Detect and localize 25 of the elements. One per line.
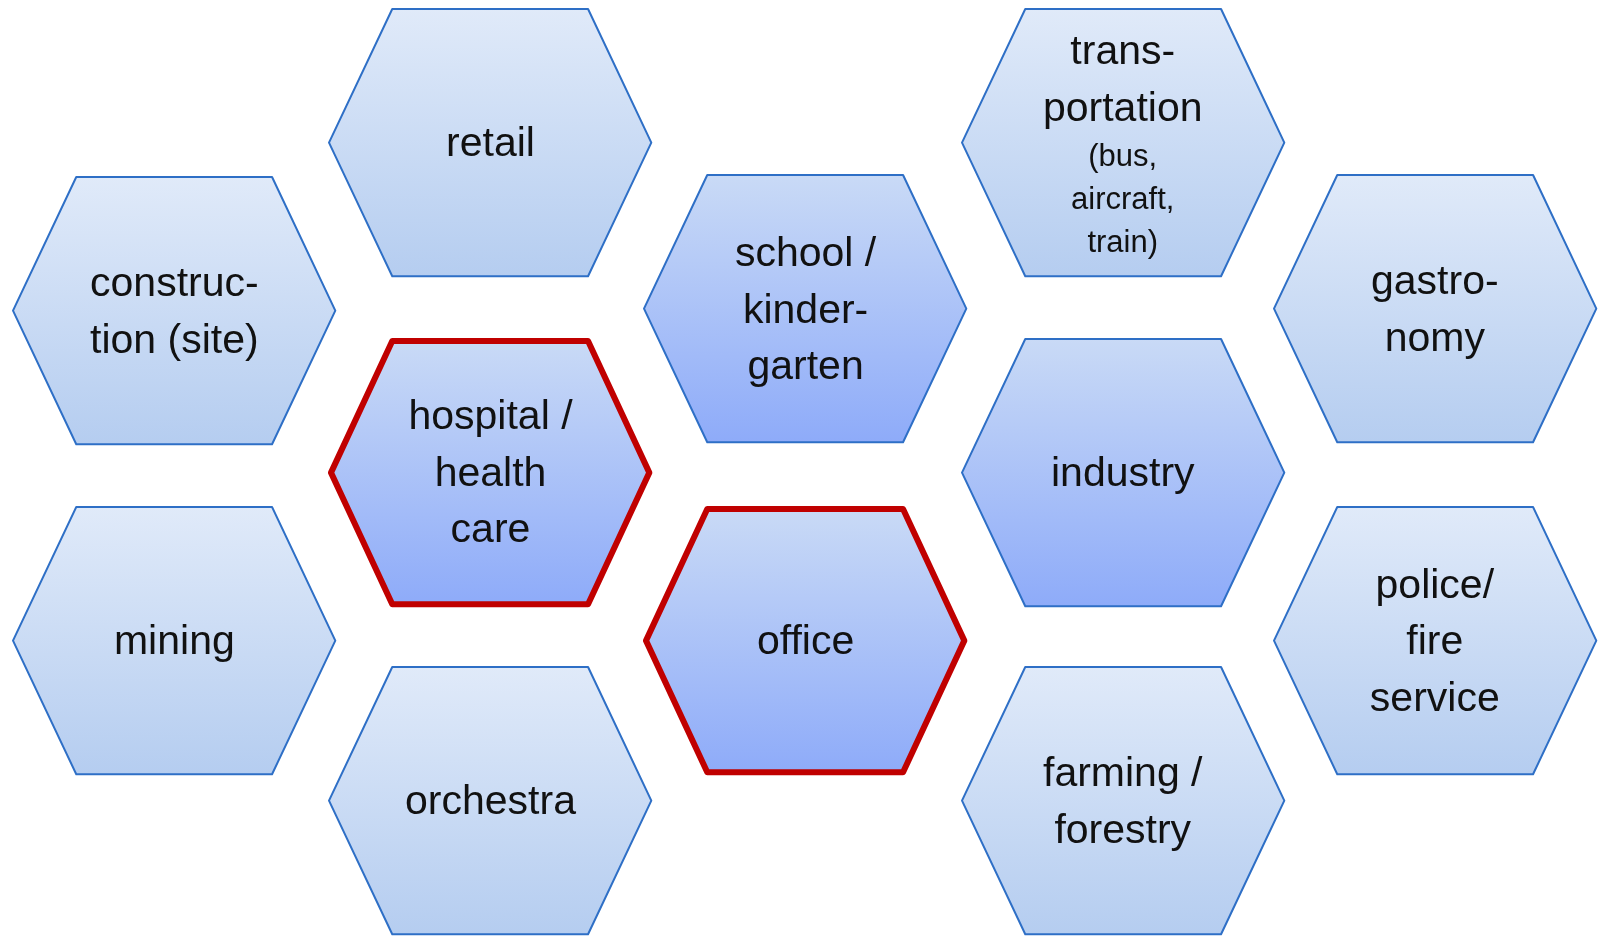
hexagon: [959, 664, 1286, 937]
hexagon: [11, 175, 338, 447]
hexagon-label: hospital / health care: [407, 391, 574, 554]
hexagon-label: mining: [112, 616, 236, 666]
hexagon-label: trans- portation: [1041, 26, 1204, 132]
hexagon-label: gastro- nomy: [1370, 256, 1500, 362]
hexagon-label: office: [755, 616, 856, 666]
hexagon: [11, 504, 338, 777]
hexagon: [327, 664, 654, 937]
hexagon: [959, 336, 1286, 608]
hexagon-label: industry: [1049, 447, 1196, 497]
hexagon: [959, 7, 1286, 279]
hexagon-label: retail: [445, 118, 536, 168]
hexagon: [327, 7, 654, 279]
hexagon: [642, 173, 969, 445]
hexagon-label: police/ fire service: [1368, 559, 1501, 722]
hexagon-label: construc- tion (site): [89, 258, 260, 364]
hexagon: [327, 336, 654, 608]
hexagon-label: orchestra: [404, 776, 577, 826]
hexagon: [1271, 504, 1598, 777]
hexagon: [642, 504, 969, 777]
hexagon-sublabel: (bus, aircraft, train): [1070, 137, 1176, 261]
hexagon-label: school / kinder- garten: [733, 228, 878, 391]
hexagon-label: farming / forestry: [1042, 747, 1204, 854]
hexagon: [1271, 173, 1598, 445]
